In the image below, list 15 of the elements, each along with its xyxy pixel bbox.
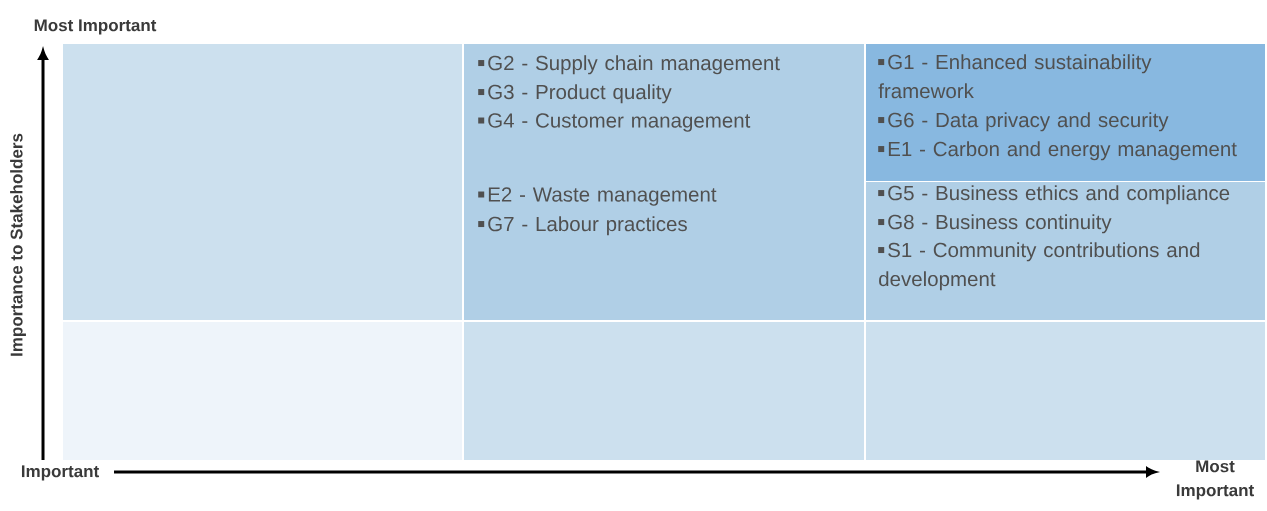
axis-label: Importance to Stakeholders <box>10 133 26 356</box>
bullet-item: G4 - Customer management <box>478 113 751 132</box>
bullet-item: G1 - Enhanced sustainability framework <box>878 54 1152 99</box>
bullet-item: G7 - Labour practices <box>478 216 687 236</box>
quadrant-cell <box>866 322 1265 460</box>
bullet-item: G6 - Data privacy and security <box>878 112 1169 132</box>
bullet-item: G8 - Business continuity <box>878 214 1112 234</box>
quadrant-cell <box>464 322 864 460</box>
bullet-item: G5 - Business ethics and compliance <box>878 185 1230 205</box>
bullet-item: G3 - Product quality <box>478 84 672 104</box>
bullet-item: E2 - Waste management <box>478 187 717 206</box>
bullet-item: G2 - Supply chain management <box>478 55 780 75</box>
bullet-item: E1 - Carbon and energy management <box>878 141 1237 161</box>
bullet-item: S1 - Community contributions and development <box>878 242 1200 291</box>
quadrant-cell <box>63 44 462 320</box>
